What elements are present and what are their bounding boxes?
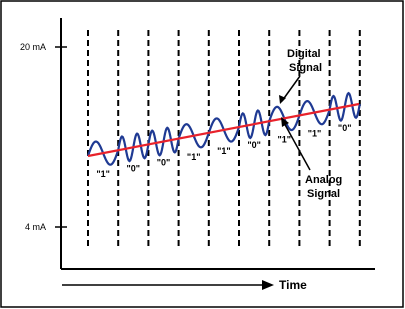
bit-label: "1" (96, 169, 110, 179)
bit-label: "1" (278, 134, 292, 144)
digital-signal-pointer (281, 75, 301, 102)
analog-signal-line (87, 102, 360, 158)
analog-signal-annotation: Analog Signal (281, 117, 342, 200)
analog-signal-label-line1: Analog (305, 174, 342, 186)
bit-label: "0" (338, 123, 352, 133)
time-axis-arrow: Time (62, 278, 307, 292)
bit-label: "1" (308, 129, 322, 139)
digital-signal-pointer-head (279, 95, 286, 104)
digital-signal-annotation: Digital Signal (279, 48, 322, 104)
bit-dividers (87, 30, 361, 248)
digital-signal-label-line2: Signal (289, 62, 322, 74)
arrow-right-icon (262, 280, 274, 290)
analog-signal-pointer-head (281, 117, 289, 127)
y-tick-label-20ma: 20 mA (20, 42, 46, 52)
bit-labels: "1" "0" "0" "1" "1" "0" "1" "1" "0" (96, 123, 351, 179)
time-axis-title: Time (279, 278, 307, 292)
analog-signal-pointer (282, 120, 311, 171)
analog-signal-label-line2: Signal (307, 188, 340, 200)
bit-label: "0" (157, 158, 171, 168)
bit-label: "1" (187, 152, 201, 162)
bit-label: "1" (217, 146, 231, 156)
digital-signal-label-line1: Digital (287, 48, 321, 60)
bit-label: "0" (127, 163, 141, 173)
bit-label: "0" (247, 140, 261, 150)
y-tick-label-4ma: 4 mA (25, 222, 46, 232)
